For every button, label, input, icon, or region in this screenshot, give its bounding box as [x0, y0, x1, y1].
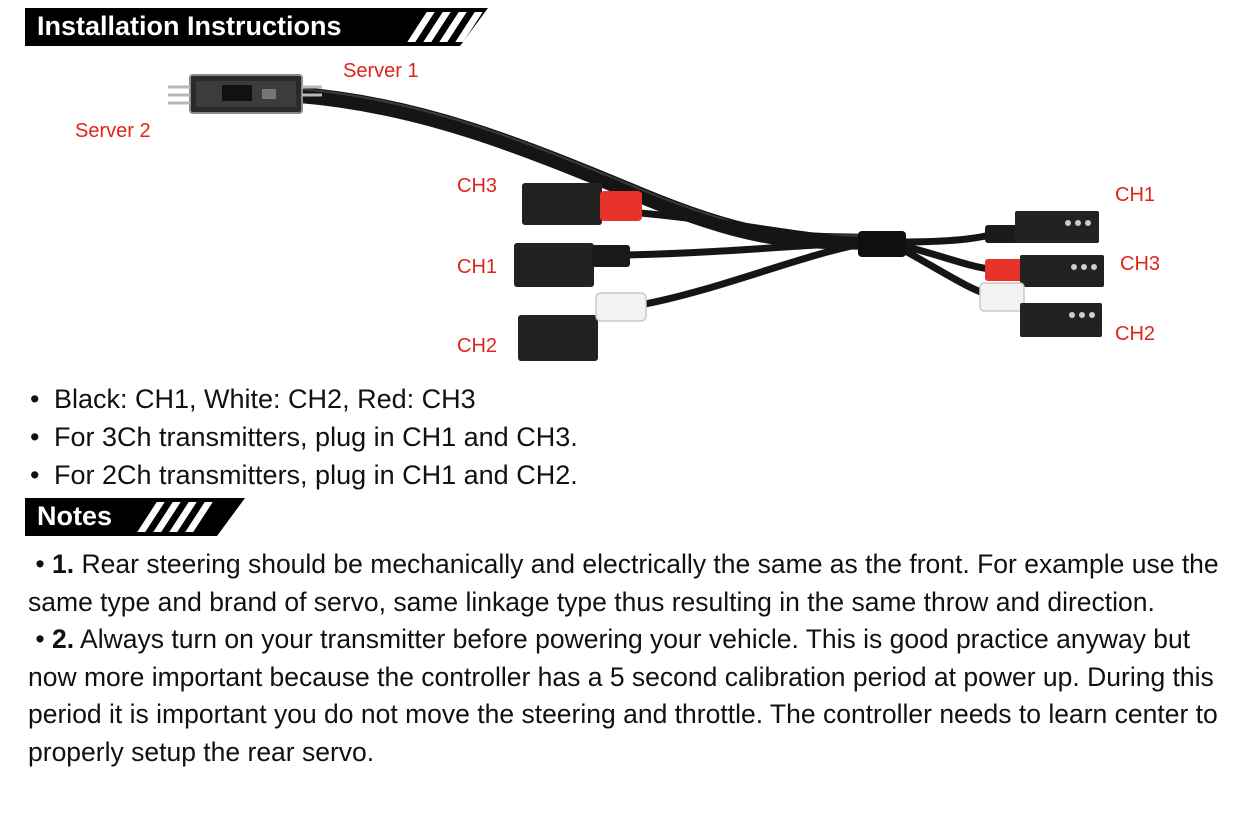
bullet-dot: • [30, 384, 40, 414]
connector-right-ch2 [979, 282, 1102, 337]
label-left-ch2: CH2 [457, 335, 497, 357]
connector-left-ch1 [514, 243, 630, 287]
bullet-dot: • [35, 624, 45, 654]
instruction-item: • For 3Ch transmitters, plug in CH1 and C… [30, 418, 578, 456]
note-item: • 1. Rear steering should be mechanicall… [28, 546, 1223, 621]
bullet-dot: • [35, 549, 45, 579]
connector-left-ch2 [518, 292, 647, 361]
bullet-dot: • [30, 422, 40, 452]
cable-diagram: Server 1 Server 2 CH3 CH1 CH2 CH1 CH3 CH… [75, 60, 1160, 361]
instruction-text: For 2Ch transmitters, plug in CH1 and CH… [54, 460, 578, 490]
label-server-1: Server 1 [343, 60, 419, 82]
connector-left-ch3 [522, 183, 642, 225]
note-text: Rear steering should be mechanically and… [28, 549, 1219, 617]
label-right-ch3: CH3 [1120, 253, 1160, 275]
note-item: • 2. Always turn on your transmitter bef… [28, 621, 1223, 771]
bullet-dot: • [30, 460, 40, 490]
label-right-ch2: CH2 [1115, 323, 1155, 345]
installation-section-title: Installation Instructions [37, 11, 342, 41]
notes-section-banner: Notes [25, 498, 245, 536]
installation-section-banner: Installation Instructions [25, 8, 488, 46]
instruction-text: For 3Ch transmitters, plug in CH1 and CH… [54, 422, 578, 452]
instruction-item: • Black: CH1, White: CH2, Red: CH3 [30, 380, 578, 418]
instruction-list: • Black: CH1, White: CH2, Red: CH3 • For 3… [30, 380, 578, 494]
label-left-ch3: CH3 [457, 175, 497, 197]
right-branches [896, 231, 994, 299]
controller-module [168, 74, 322, 114]
label-left-ch1: CH1 [457, 256, 497, 278]
instruction-item: • For 2Ch transmitters, plug in CH1 and C… [30, 456, 578, 494]
connector-right-ch3 [985, 255, 1104, 287]
note-number: 2. [52, 624, 75, 654]
connector-right-ch1 [985, 211, 1099, 243]
notes-section-title: Notes [37, 501, 113, 531]
label-right-ch1: CH1 [1115, 184, 1155, 206]
instruction-text: Black: CH1, White: CH2, Red: CH3 [54, 384, 476, 414]
heat-shrink-joint [858, 231, 906, 257]
note-number: 1. [52, 549, 75, 579]
left-branches [621, 209, 874, 309]
label-server-2: Server 2 [75, 120, 151, 142]
notes-list: • 1. Rear steering should be mechanicall… [28, 546, 1223, 771]
note-text: Always turn on your transmitter before p… [28, 624, 1218, 767]
